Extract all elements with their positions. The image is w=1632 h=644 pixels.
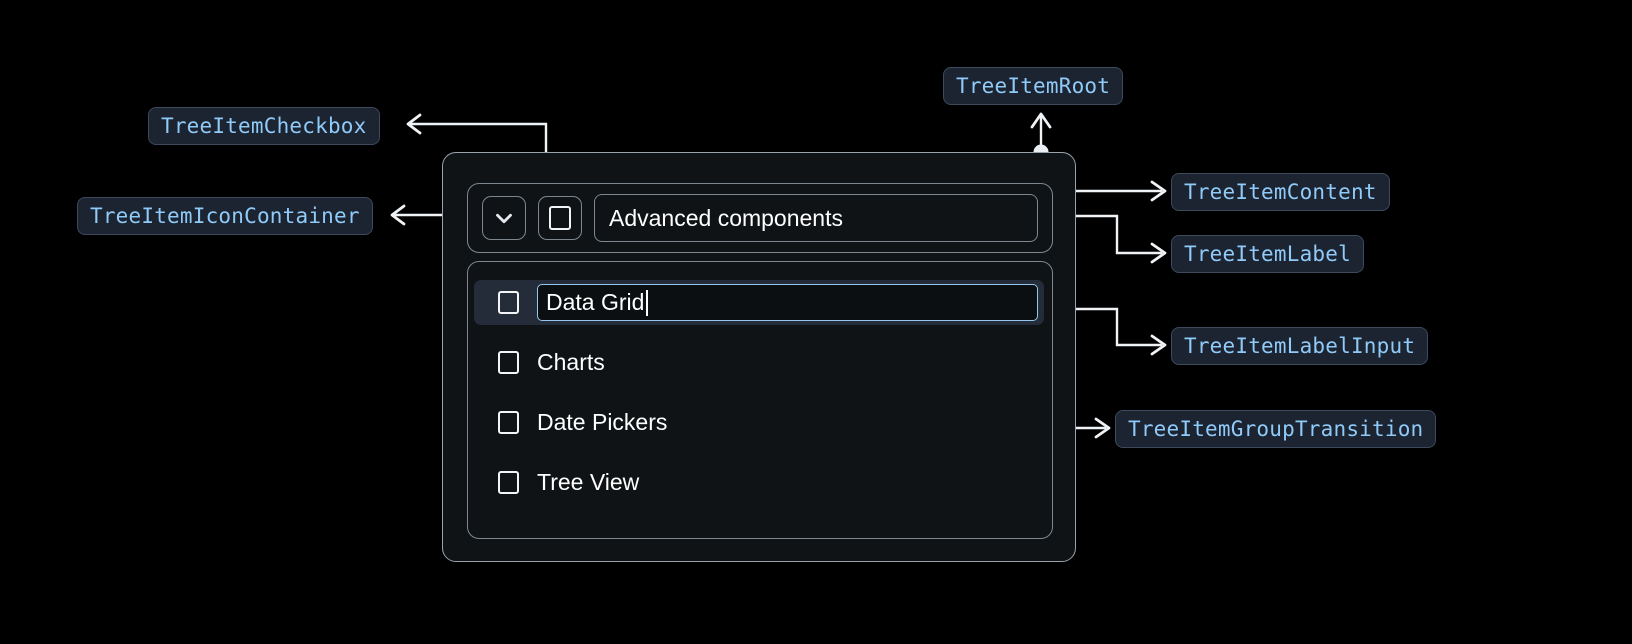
tree-item-label-input[interactable]: Data Grid (537, 284, 1038, 321)
arrowhead-label-input (1150, 334, 1167, 356)
annotation-chip-tree-item-root: TreeItemRoot (943, 67, 1124, 105)
tree-item-label: Charts (537, 349, 605, 375)
arrowhead-icon-container (390, 204, 406, 226)
tree-item-child-row[interactable]: Data Grid (474, 280, 1044, 325)
arrowhead-label (1150, 242, 1167, 264)
tree-item-child-row[interactable]: Date Pickers (468, 400, 1052, 445)
arrowhead-group-transition (1094, 417, 1111, 439)
checkbox-box-icon[interactable] (498, 291, 519, 314)
annotation-chip-tree-item-checkbox: TreeItemCheckbox (148, 107, 380, 145)
tree-item-child-row[interactable]: Charts (468, 340, 1052, 385)
tree-item-label-input-value: Data Grid (546, 289, 645, 315)
text-caret (646, 289, 649, 316)
annotation-chip-tree-item-group-transition: TreeItemGroupTransition (1115, 410, 1437, 448)
tree-item-label: Date Pickers (537, 409, 668, 435)
chevron-down-icon (496, 213, 512, 224)
tree-item-label: Tree View (537, 469, 640, 495)
tree-item-content[interactable]: Advanced components (467, 183, 1053, 253)
annotation-chip-tree-item-icon-container: TreeItemIconContainer (77, 197, 373, 235)
tree-item-group-transition: Data Grid Charts Date Pickers Tree View (467, 261, 1053, 539)
tree-item-label: Advanced components (594, 194, 1038, 242)
tree-item-checkbox[interactable] (538, 196, 582, 240)
annotation-chip-tree-item-label: TreeItemLabel (1171, 235, 1364, 273)
arrowhead-checkbox (406, 113, 422, 135)
tree-item-root[interactable]: Advanced components Data Grid Charts (442, 152, 1076, 562)
checkbox-box-icon[interactable] (498, 351, 519, 374)
tree-item-label-text: Advanced components (609, 204, 843, 231)
tree-item-icon-container[interactable] (482, 196, 526, 240)
arrowhead-root (1030, 112, 1052, 129)
checkbox-box-icon (549, 206, 571, 230)
checkbox-box-icon[interactable] (498, 471, 519, 494)
tree-item-child-row[interactable]: Tree View (468, 460, 1052, 505)
checkbox-box-icon[interactable] (498, 411, 519, 434)
annotation-chip-tree-item-label-input: TreeItemLabelInput (1171, 327, 1429, 365)
arrowhead-content (1150, 180, 1167, 202)
annotation-chip-tree-item-content: TreeItemContent (1171, 173, 1390, 211)
